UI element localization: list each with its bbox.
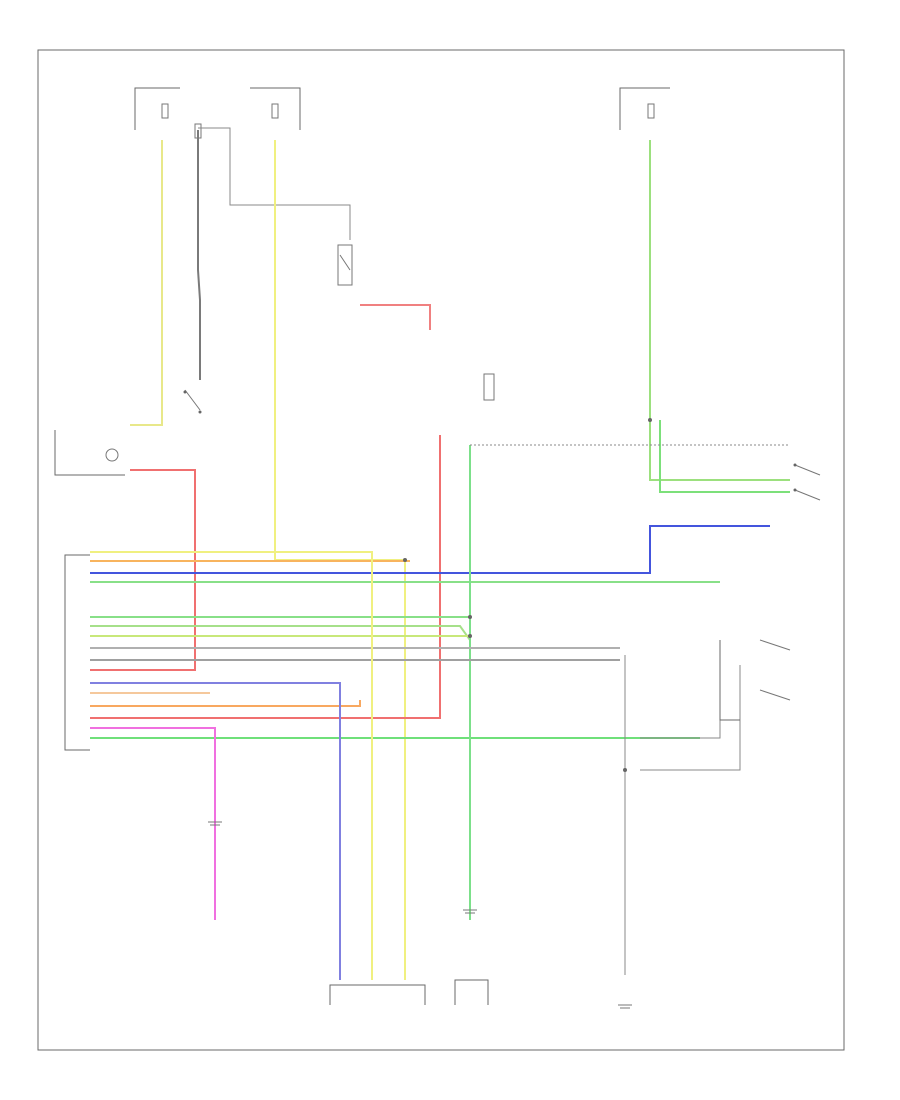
fuse-icon	[647, 103, 655, 119]
wire-black-top	[198, 127, 351, 240]
splice-dot	[623, 768, 627, 772]
wire-yellow-left	[130, 140, 163, 426]
wire-black-fuse	[197, 130, 201, 380]
connector-icon	[454, 979, 489, 1005]
splice-dot	[468, 634, 472, 638]
wire-blue	[90, 525, 770, 574]
wire-green-right	[649, 140, 790, 481]
wire-orange2	[90, 700, 361, 707]
switch-icon	[719, 639, 791, 721]
wire-red-long	[90, 435, 441, 719]
wire-green-3	[90, 625, 471, 641]
ground-icon	[208, 821, 222, 826]
switch-icon	[183, 389, 202, 414]
control-module	[64, 554, 90, 751]
wire-pink	[90, 727, 216, 920]
diagram-frame	[37, 49, 845, 1051]
fuse-block-right	[619, 87, 670, 130]
wire-red-left	[90, 469, 196, 671]
splice-dot	[468, 615, 472, 619]
ground-icon	[618, 1004, 632, 1009]
splice-dot	[403, 558, 407, 562]
actuator-icon	[54, 430, 125, 476]
wire-red-relay	[360, 304, 431, 330]
connector-icon	[329, 984, 426, 1005]
switch-icon	[337, 244, 353, 286]
fuse-icon	[271, 103, 279, 119]
wire-yellow-2	[90, 551, 373, 980]
wire-green-right2	[659, 420, 790, 493]
ground-icon	[463, 909, 477, 914]
switch-icon	[793, 463, 821, 501]
fuse-block-left	[134, 87, 301, 139]
switch-icon	[483, 373, 495, 401]
splice-dot	[648, 418, 652, 422]
fuse-icon	[161, 103, 169, 119]
wire-right-switch-2	[640, 665, 741, 771]
wire-violet	[90, 682, 341, 980]
wire-right-switch	[640, 665, 721, 739]
